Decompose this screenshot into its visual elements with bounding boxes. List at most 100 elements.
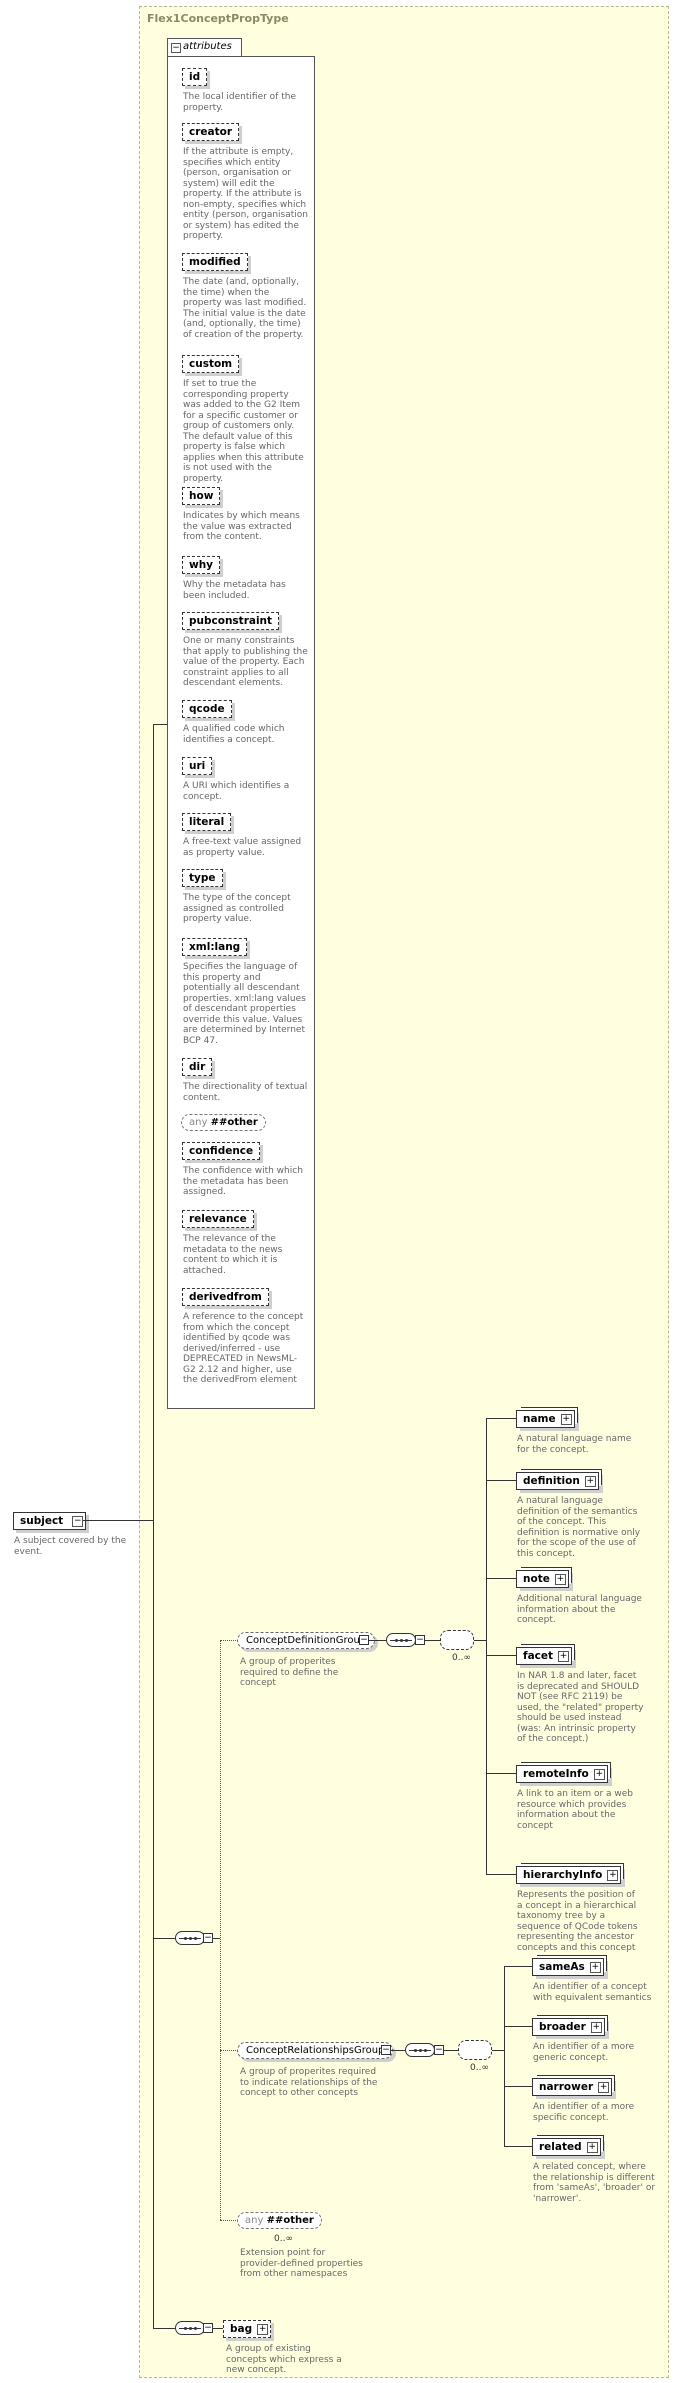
root-element-subject[interactable]: subject − [13,1512,87,1530]
sequence-compositor[interactable] [386,1633,416,1647]
attr-doc: A qualified code which identifies a conc… [183,724,285,745]
attr-derivedfrom[interactable]: derivedfrom [182,1288,269,1306]
type-title: Flex1ConceptPropType [147,12,289,25]
attr-name: literal [189,816,225,828]
element-sameAs[interactable]: sameAs+ [532,1958,604,1976]
collapse-icon[interactable]: − [203,1933,213,1943]
element-doc: A link to an item or a web resource whic… [517,1789,634,1831]
attr-dir[interactable]: dir [182,1058,213,1076]
element-broader[interactable]: broader+ [532,2018,605,2036]
choice-compositor[interactable] [440,1630,474,1650]
attr-confidence[interactable]: confidence [182,1142,261,1160]
choice-compositor[interactable] [458,2040,492,2060]
expand-icon[interactable]: + [558,1651,570,1662]
collapse-icon[interactable]: − [434,2045,444,2055]
attr-name: custom [189,358,233,370]
element-facet[interactable]: facet+ [516,1647,573,1665]
attr-name: qcode [189,703,225,715]
group-concept-relationships[interactable]: ConceptRelationshipsGroup [237,2042,394,2059]
attr-doc: The date (and, optionally, the time) whe… [183,277,307,340]
element-doc: A related concept, where the relationshi… [533,2162,656,2204]
attributes-tab[interactable]: − attributes [167,38,242,56]
any-attribute[interactable]: any ##other [181,1114,266,1131]
attr-modified[interactable]: modified [182,253,248,271]
element-doc: A natural language definition of the sem… [517,1496,641,1559]
attr-doc: The type of the concept assigned as cont… [183,893,291,924]
connector [504,1966,505,2146]
connector [153,2328,175,2329]
element-remoteInfo[interactable]: remoteInfo + [516,1765,608,1783]
attr-doc: Indicates by which means the value was e… [183,511,300,542]
element-definition[interactable]: definition+ [516,1472,599,1490]
connector [486,1773,516,1774]
attr-pubconstraint[interactable]: pubconstraint [182,612,280,630]
attr-relevance[interactable]: relevance [182,1210,254,1228]
collapse-icon[interactable]: − [415,1635,425,1645]
group-concept-definition[interactable]: ConceptDefinitionGroup [237,1632,376,1649]
group-doc: A group of properites required to define… [240,1657,339,1688]
connector [486,1655,516,1656]
element-doc: A natural language name for the concept. [517,1434,632,1455]
collapse-icon[interactable]: − [359,1635,369,1645]
attr-qcode[interactable]: qcode [182,700,232,718]
connector [425,1640,440,1641]
expand-icon[interactable]: + [554,1574,566,1585]
element-hierarchyInfo[interactable]: hierarchyInfo+ [516,1866,622,1884]
expand-icon[interactable]: + [589,1962,601,1973]
attr-how[interactable]: how [182,487,221,505]
element-doc: A group of existing concepts which expre… [226,2344,342,2375]
any-element-doc: Extension point for provider-defined pro… [240,2248,363,2279]
connector [486,1418,487,1874]
multiplicity: 0..∞ [274,2234,293,2244]
any-keyword: any [189,1117,208,1128]
element-name[interactable]: name+ [516,1410,575,1428]
any-element[interactable]: any ##other [237,2212,322,2229]
any-namespace: ##other [210,1117,258,1128]
element-doc: An identifier of a more specific concept… [533,2102,635,2123]
expand-icon[interactable]: + [590,2022,602,2033]
attr-name: confidence [189,1145,254,1157]
connector [369,1640,386,1641]
expand-icon[interactable]: + [598,2082,610,2093]
element-bag[interactable]: bag+ [223,2320,272,2338]
attr-doc: The confidence with which the metadata h… [183,1166,303,1197]
expand-icon[interactable]: + [257,2324,269,2335]
connector [213,2328,223,2329]
expand-icon[interactable]: + [584,1476,596,1487]
root-name: subject [20,1515,64,1527]
attr-why[interactable]: why [182,556,221,574]
expand-icon[interactable]: + [560,1414,572,1425]
expand-icon[interactable]: + [586,2142,598,2153]
sequence-compositor[interactable] [175,1931,205,1945]
attr-name: relevance [189,1213,247,1225]
element-label: remoteInfo [523,1768,589,1780]
element-narrower[interactable]: narrower+ [532,2078,613,2096]
attr-type[interactable]: type [182,869,223,887]
connector [486,1480,516,1481]
collapse-icon[interactable]: − [381,2045,391,2055]
attr-name: xml:lang [189,941,241,953]
collapse-icon[interactable]: − [203,2323,213,2333]
expand-icon[interactable]: + [593,1769,605,1780]
dotted-connector [220,1640,221,2220]
collapse-icon[interactable]: − [72,1516,84,1527]
expand-icon[interactable]: + [607,1870,619,1881]
attr-name: dir [189,1061,206,1073]
attr-custom[interactable]: custom [182,355,240,373]
attr-literal[interactable]: literal [182,813,232,831]
attr-name: uri [189,760,206,772]
sequence-compositor[interactable] [405,2043,435,2057]
collapse-icon[interactable]: − [171,43,181,53]
connector [486,1874,516,1875]
element-related[interactable]: related+ [532,2138,601,2156]
element-doc: An identifier of a more generic concept. [533,2042,635,2063]
attr-doc: One or many constraints that apply to pu… [183,636,308,688]
attr-creator[interactable]: creator [182,123,240,141]
attr-uri[interactable]: uri [182,757,213,775]
attr-id[interactable]: id [182,68,208,86]
element-note[interactable]: note+ [516,1570,569,1588]
attr-doc: Why the metadata has been included. [183,580,286,601]
attr-xml-lang[interactable]: xml:lang [182,938,248,956]
sequence-compositor[interactable] [175,2321,205,2335]
element-doc: In NAR 1.8 and later, facet is deprecate… [517,1671,644,1744]
